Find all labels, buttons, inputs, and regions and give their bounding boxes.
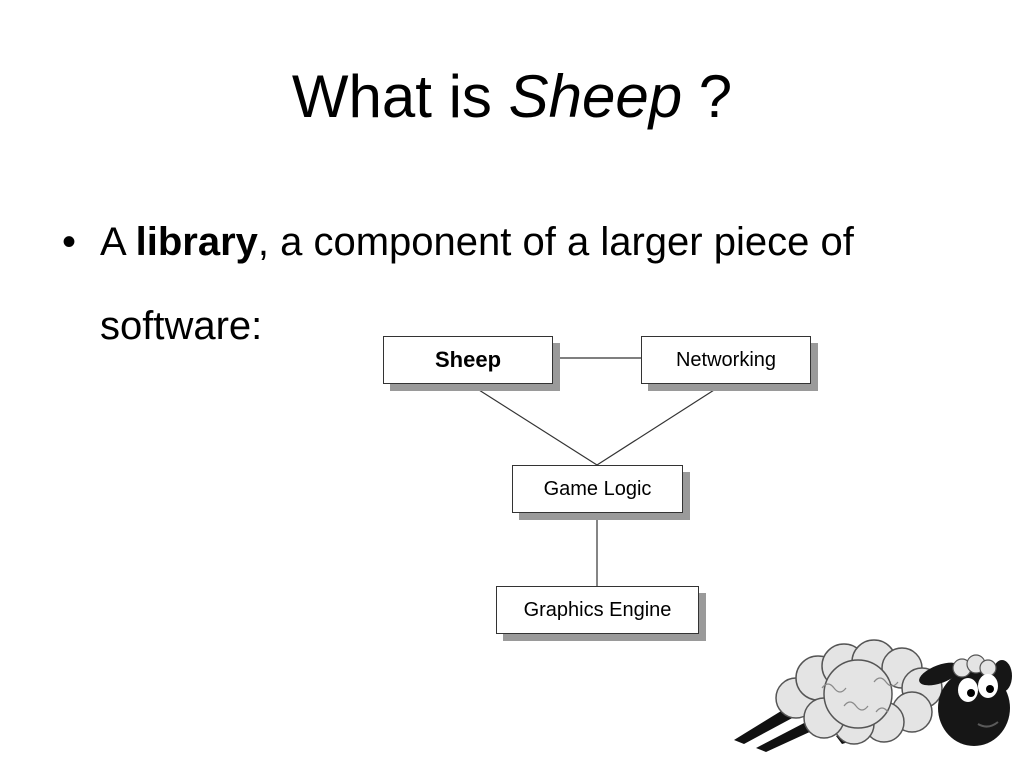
bullet-marker: •: [62, 220, 77, 264]
title-suffix: ?: [698, 63, 733, 130]
bullet-lead: A: [100, 220, 125, 264]
sheep-mascot-icon: [734, 639, 1012, 752]
title-prefix: What is: [291, 63, 492, 130]
bullet-item: • A library, a component of a larger pie…: [62, 200, 982, 368]
bullet-keyword: library: [135, 220, 258, 264]
node-sheep: Sheep: [383, 336, 553, 384]
node-networking: Networking: [641, 336, 811, 384]
bullet-text: A library, a component of a larger piece…: [100, 200, 982, 368]
slide-title: What is Sheep ?: [0, 62, 1024, 132]
title-emphasis: Sheep: [508, 63, 683, 130]
node-graphics-engine: Graphics Engine: [496, 586, 699, 634]
node-game-logic: Game Logic: [512, 465, 683, 513]
bullet-rest: , a component of a larger piece of softw…: [100, 220, 854, 348]
connector-sheep-gamelogic: [467, 382, 598, 466]
connector-networking-gamelogic: [596, 382, 726, 466]
